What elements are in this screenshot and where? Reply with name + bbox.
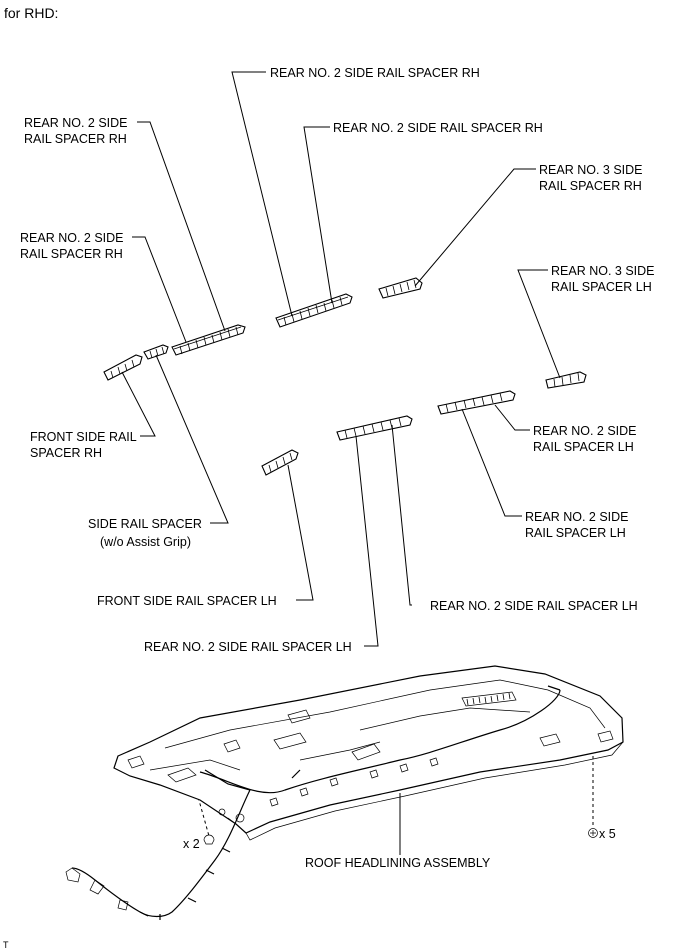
front-side-rail-spacer-rh bbox=[103, 354, 143, 381]
leader-rear3-rh bbox=[414, 168, 536, 287]
label-rear3-rh-line1: REAR NO. 3 SIDE bbox=[539, 163, 643, 177]
side-rail-spacer bbox=[143, 344, 169, 360]
label-rear3-lh-line1: REAR NO. 3 SIDE bbox=[551, 264, 655, 278]
label-rear2-lh-a-line2: RAIL SPACER LH bbox=[533, 440, 634, 454]
leader-side-rail bbox=[155, 354, 229, 524]
label-rear3-rh-line2: RAIL SPACER RH bbox=[539, 179, 642, 193]
leader-rear2-rh-mid bbox=[303, 126, 333, 304]
label-qty-screw: x 5 bbox=[599, 827, 616, 841]
leader-rear2-lh-a bbox=[494, 404, 530, 431]
label-rear3-lh-line2: RAIL SPACER LH bbox=[551, 280, 652, 294]
label-rear2-rh-left-b-line1: REAR NO. 2 SIDE bbox=[20, 231, 124, 245]
label-rear2-lh-d: REAR NO. 2 SIDE RAIL SPACER LH bbox=[144, 640, 352, 654]
label-headlining: ROOF HEADLINING ASSEMBLY bbox=[305, 856, 491, 870]
diagram-title: for RHD: bbox=[4, 5, 58, 21]
leader-rear3-lh bbox=[517, 269, 561, 379]
leader-rear2-lh-d bbox=[355, 435, 379, 647]
label-rear2-rh-top: REAR NO. 2 SIDE RAIL SPACER RH bbox=[270, 66, 480, 80]
rear-no3-side-rail-spacer-lh bbox=[545, 371, 587, 389]
label-side-rail-line2: (w/o Assist Grip) bbox=[100, 535, 191, 549]
leader-rear2-rh-left-a bbox=[137, 121, 226, 332]
label-side-rail-line1: SIDE RAIL SPACER bbox=[88, 517, 202, 531]
screw-icon bbox=[588, 828, 598, 838]
leader-rear2-rh-left-b bbox=[132, 236, 187, 343]
label-rear2-lh-a-line1: REAR NO. 2 SIDE bbox=[533, 424, 637, 438]
label-rear2-rh-left-a-line1: REAR NO. 2 SIDE bbox=[24, 116, 128, 130]
corner-mark: T bbox=[3, 940, 9, 950]
label-front-rh-line2: SPACER RH bbox=[30, 446, 102, 460]
label-rear2-lh-b-line2: RAIL SPACER LH bbox=[525, 526, 626, 540]
roof-headlining-assembly bbox=[113, 665, 624, 841]
rear-no2-side-rail-spacer-rh-upper bbox=[171, 324, 246, 356]
front-side-rail-spacer-lh bbox=[261, 449, 299, 476]
label-qty-clip: x 2 bbox=[183, 837, 200, 851]
rear-no2-side-rail-spacer-rh-center bbox=[275, 293, 353, 328]
label-front-rh-line1: FRONT SIDE RAIL bbox=[30, 430, 137, 444]
leader-rear2-lh-c bbox=[391, 424, 412, 606]
leader-rear2-lh-b bbox=[461, 408, 522, 517]
label-front-lh: FRONT SIDE RAIL SPACER LH bbox=[97, 594, 277, 608]
label-rear2-rh-left-b-line2: RAIL SPACER RH bbox=[20, 247, 123, 261]
label-rear2-rh-left-a-line2: RAIL SPACER RH bbox=[24, 132, 127, 146]
leader-front-lh bbox=[287, 464, 314, 601]
rear-no2-side-rail-spacer-lh-right bbox=[437, 390, 516, 415]
label-rear2-rh-mid: REAR NO. 2 SIDE RAIL SPACER RH bbox=[333, 121, 543, 135]
leader-rear2-rh-top bbox=[231, 71, 293, 317]
label-rear2-lh-c: REAR NO. 2 SIDE RAIL SPACER LH bbox=[430, 599, 638, 613]
rear-no2-side-rail-spacer-lh-center bbox=[336, 415, 413, 441]
rear-no3-side-rail-spacer-rh bbox=[378, 277, 423, 299]
wire-harness bbox=[65, 789, 251, 920]
label-rear2-lh-b-line1: REAR NO. 2 SIDE bbox=[525, 510, 629, 524]
clip-icon bbox=[203, 834, 215, 845]
leader-front-rh bbox=[121, 371, 156, 437]
